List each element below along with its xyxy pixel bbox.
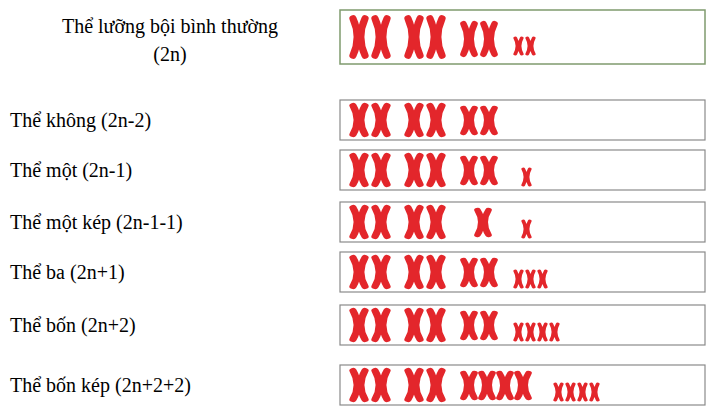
chromosome [484,158,495,183]
chromosome [579,384,586,400]
chromosome [375,208,387,237]
chromosome [464,313,475,338]
karyotype-row [340,202,705,242]
karyotype-row [340,252,705,292]
chromosome [515,271,522,287]
chromosome [527,271,534,287]
chromosome [523,169,530,185]
chromosome [478,210,489,235]
chromosome [539,271,546,287]
chromosome [408,19,420,56]
chromosome [527,324,534,340]
chromosome [464,373,475,398]
chromosome [408,106,420,135]
chromosome [523,221,530,237]
chromosome [555,384,562,400]
row-box [340,202,705,242]
chromosome [408,258,420,287]
chromosome [408,311,420,340]
row-box [340,10,705,64]
chromosome [408,371,420,400]
chromosome [551,324,558,340]
chromosome [591,384,598,400]
chromosome [353,156,365,185]
row-box [340,100,705,140]
chromosome [375,106,387,135]
chromosome [353,311,365,340]
chromosome [464,24,475,54]
chromosome [430,371,442,400]
row-label: Thể một kép (2n-1-1) [10,208,183,236]
chromosome [430,19,442,56]
karyotype-row [340,100,705,140]
chromosome [375,19,387,56]
chromosome [353,106,365,135]
chromosome [464,260,475,285]
chromosome [518,373,529,398]
row-box [340,365,705,405]
chromosome [515,38,522,54]
karyotype-row [340,365,705,405]
row-label: Thể bốn kép (2n+2+2) [10,371,191,399]
chromosome [482,373,493,398]
chromosome [464,108,475,133]
chromosome [484,313,495,338]
row-label: Thể ba (2n+1) [10,258,125,286]
chromosome [567,384,574,400]
row-box [340,252,705,292]
row-label: Thể lưỡng bội bình thường (2n) [43,12,297,68]
row-label: Thể một (2n-1) [10,156,132,184]
chromosome [353,208,365,237]
chromosome [430,156,442,185]
chromosome [484,24,495,54]
chromosome [464,158,475,183]
chromosome [408,208,420,237]
chromosome [527,38,534,54]
chromosome [430,106,442,135]
chromosome [375,371,387,400]
chromosome [430,311,442,340]
chromosome [408,156,420,185]
chromosome [353,371,365,400]
chromosome [484,108,495,133]
chromosome [375,258,387,287]
chromosome [484,260,495,285]
chromosome [500,373,511,398]
chromosome [430,208,442,237]
chromosome [430,258,442,287]
chromosome [539,324,546,340]
row-box [340,150,705,190]
chromosome [353,258,365,287]
row-box [340,305,705,345]
row-label: Thể bốn (2n+2) [10,311,136,339]
chromosome [375,156,387,185]
karyotype-row [340,150,705,190]
karyotype-row [340,10,705,64]
chromosome [375,311,387,340]
row-label: Thể không (2n-2) [10,106,151,134]
karyotype-row [340,305,705,345]
chromosome [353,19,365,56]
chromosome [515,324,522,340]
